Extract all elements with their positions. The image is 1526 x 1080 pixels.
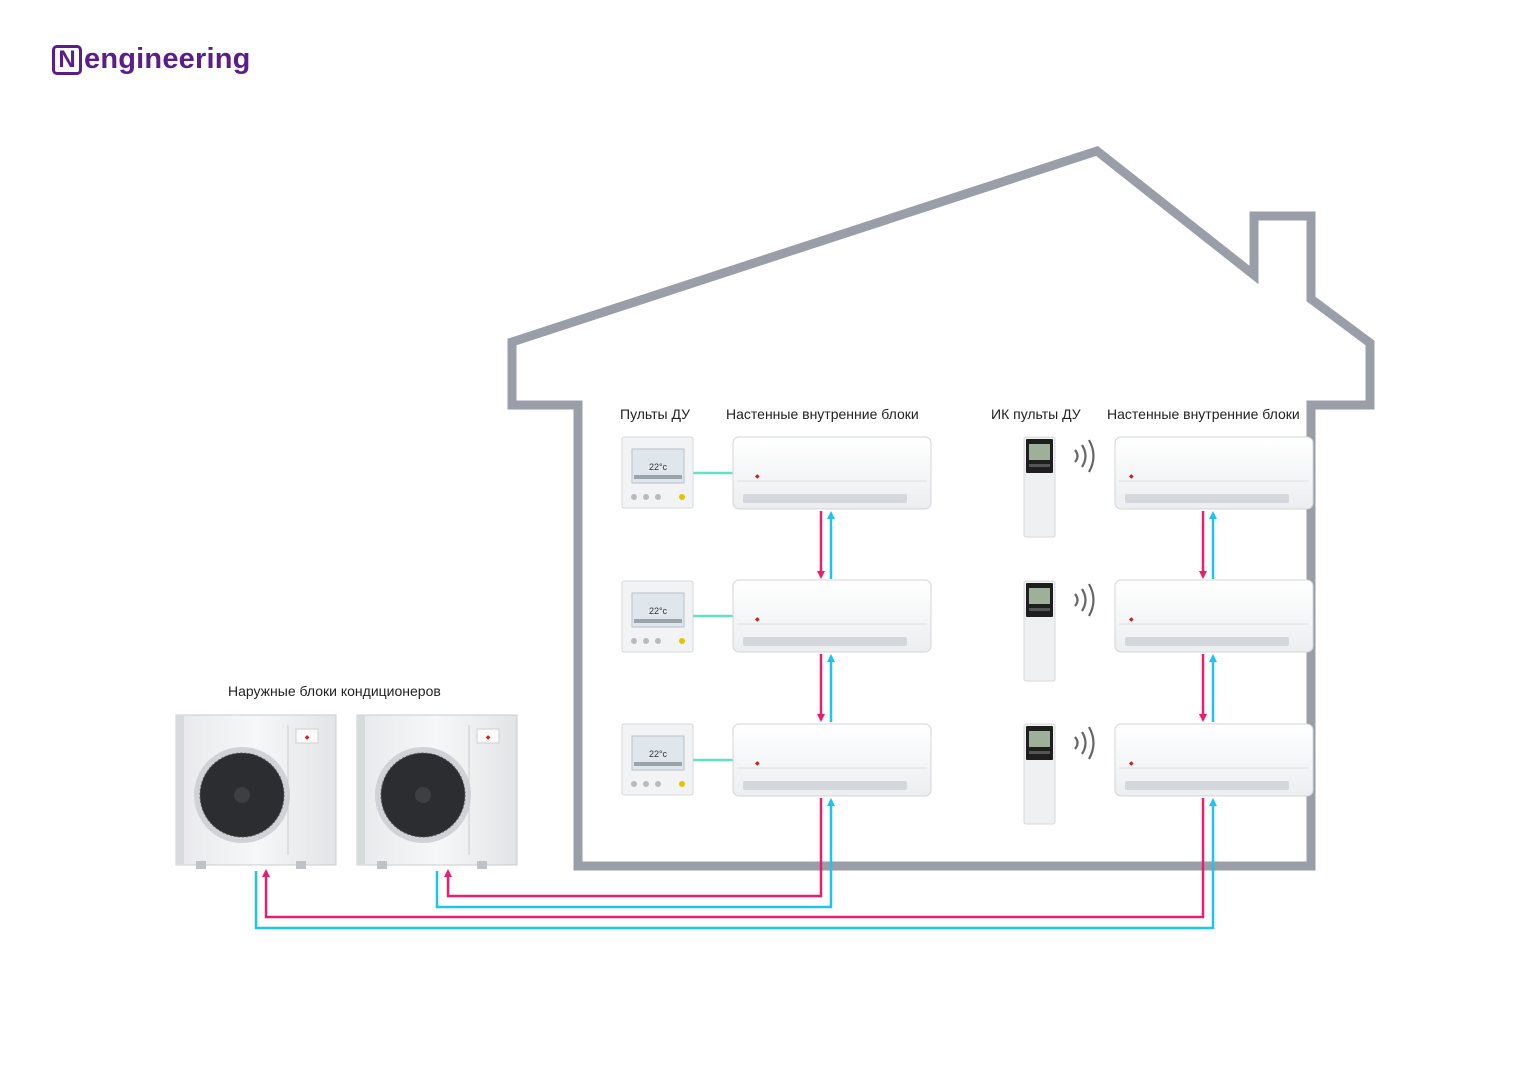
logo-text: engineering <box>84 43 251 75</box>
wall-mounted-indoor-unit-icon: ◆ <box>732 436 932 510</box>
pipes-outdoor-right-system <box>254 798 1217 930</box>
svg-text:22°c: 22°c <box>649 462 668 472</box>
label-outdoor-units: Наружные блоки кондиционеров <box>228 683 441 699</box>
wired-remote-controller-icon: 22°c <box>621 580 694 653</box>
outdoor-unit-icon: ◆ <box>356 714 518 869</box>
pipes-left-column <box>817 511 835 722</box>
svg-text:◆: ◆ <box>755 617 760 623</box>
control-wires <box>693 471 733 762</box>
svg-text:◆: ◆ <box>486 735 491 741</box>
pipes-outdoor-left-system <box>435 798 835 909</box>
ir-remote-icon <box>1023 723 1056 825</box>
svg-text:◆: ◆ <box>1129 474 1134 480</box>
svg-text:22°c: 22°c <box>649 749 668 759</box>
ir-remote-icon <box>1023 580 1056 682</box>
svg-text:◆: ◆ <box>755 761 760 767</box>
wireless-signal-icon <box>1074 726 1095 760</box>
svg-text:◆: ◆ <box>1129 617 1134 623</box>
wired-remote-controller-icon: 22°c <box>621 436 694 509</box>
house-outline <box>507 145 1375 871</box>
svg-text:22°c: 22°c <box>649 606 668 616</box>
wireless-signal-icon <box>1074 439 1095 473</box>
label-ir-remotes: ИК пульты ДУ <box>991 406 1081 422</box>
brand-logo: N engineering <box>52 43 251 76</box>
wall-mounted-indoor-unit-icon: ◆ <box>732 579 932 653</box>
wall-mounted-indoor-unit-icon: ◆ <box>1114 579 1314 653</box>
wall-mounted-indoor-unit-icon: ◆ <box>732 723 932 797</box>
label-remotes: Пульты ДУ <box>620 406 691 422</box>
pipes-right-column <box>1199 511 1217 722</box>
svg-text:◆: ◆ <box>305 735 310 741</box>
label-wall-units-right: Настенные внутренние блоки <box>1107 406 1300 422</box>
label-wall-units-left: Настенные внутренние блоки <box>726 406 919 422</box>
logo-mark: N <box>52 44 82 75</box>
wall-mounted-indoor-unit-icon: ◆ <box>1114 436 1314 510</box>
wall-mounted-indoor-unit-icon: ◆ <box>1114 723 1314 797</box>
svg-text:◆: ◆ <box>755 474 760 480</box>
wireless-signal-icon <box>1074 583 1095 617</box>
ir-remote-icon <box>1023 436 1056 538</box>
svg-text:◆: ◆ <box>1129 761 1134 767</box>
outdoor-unit-icon: ◆ <box>175 714 337 869</box>
wired-remote-controller-icon: 22°c <box>621 723 694 796</box>
